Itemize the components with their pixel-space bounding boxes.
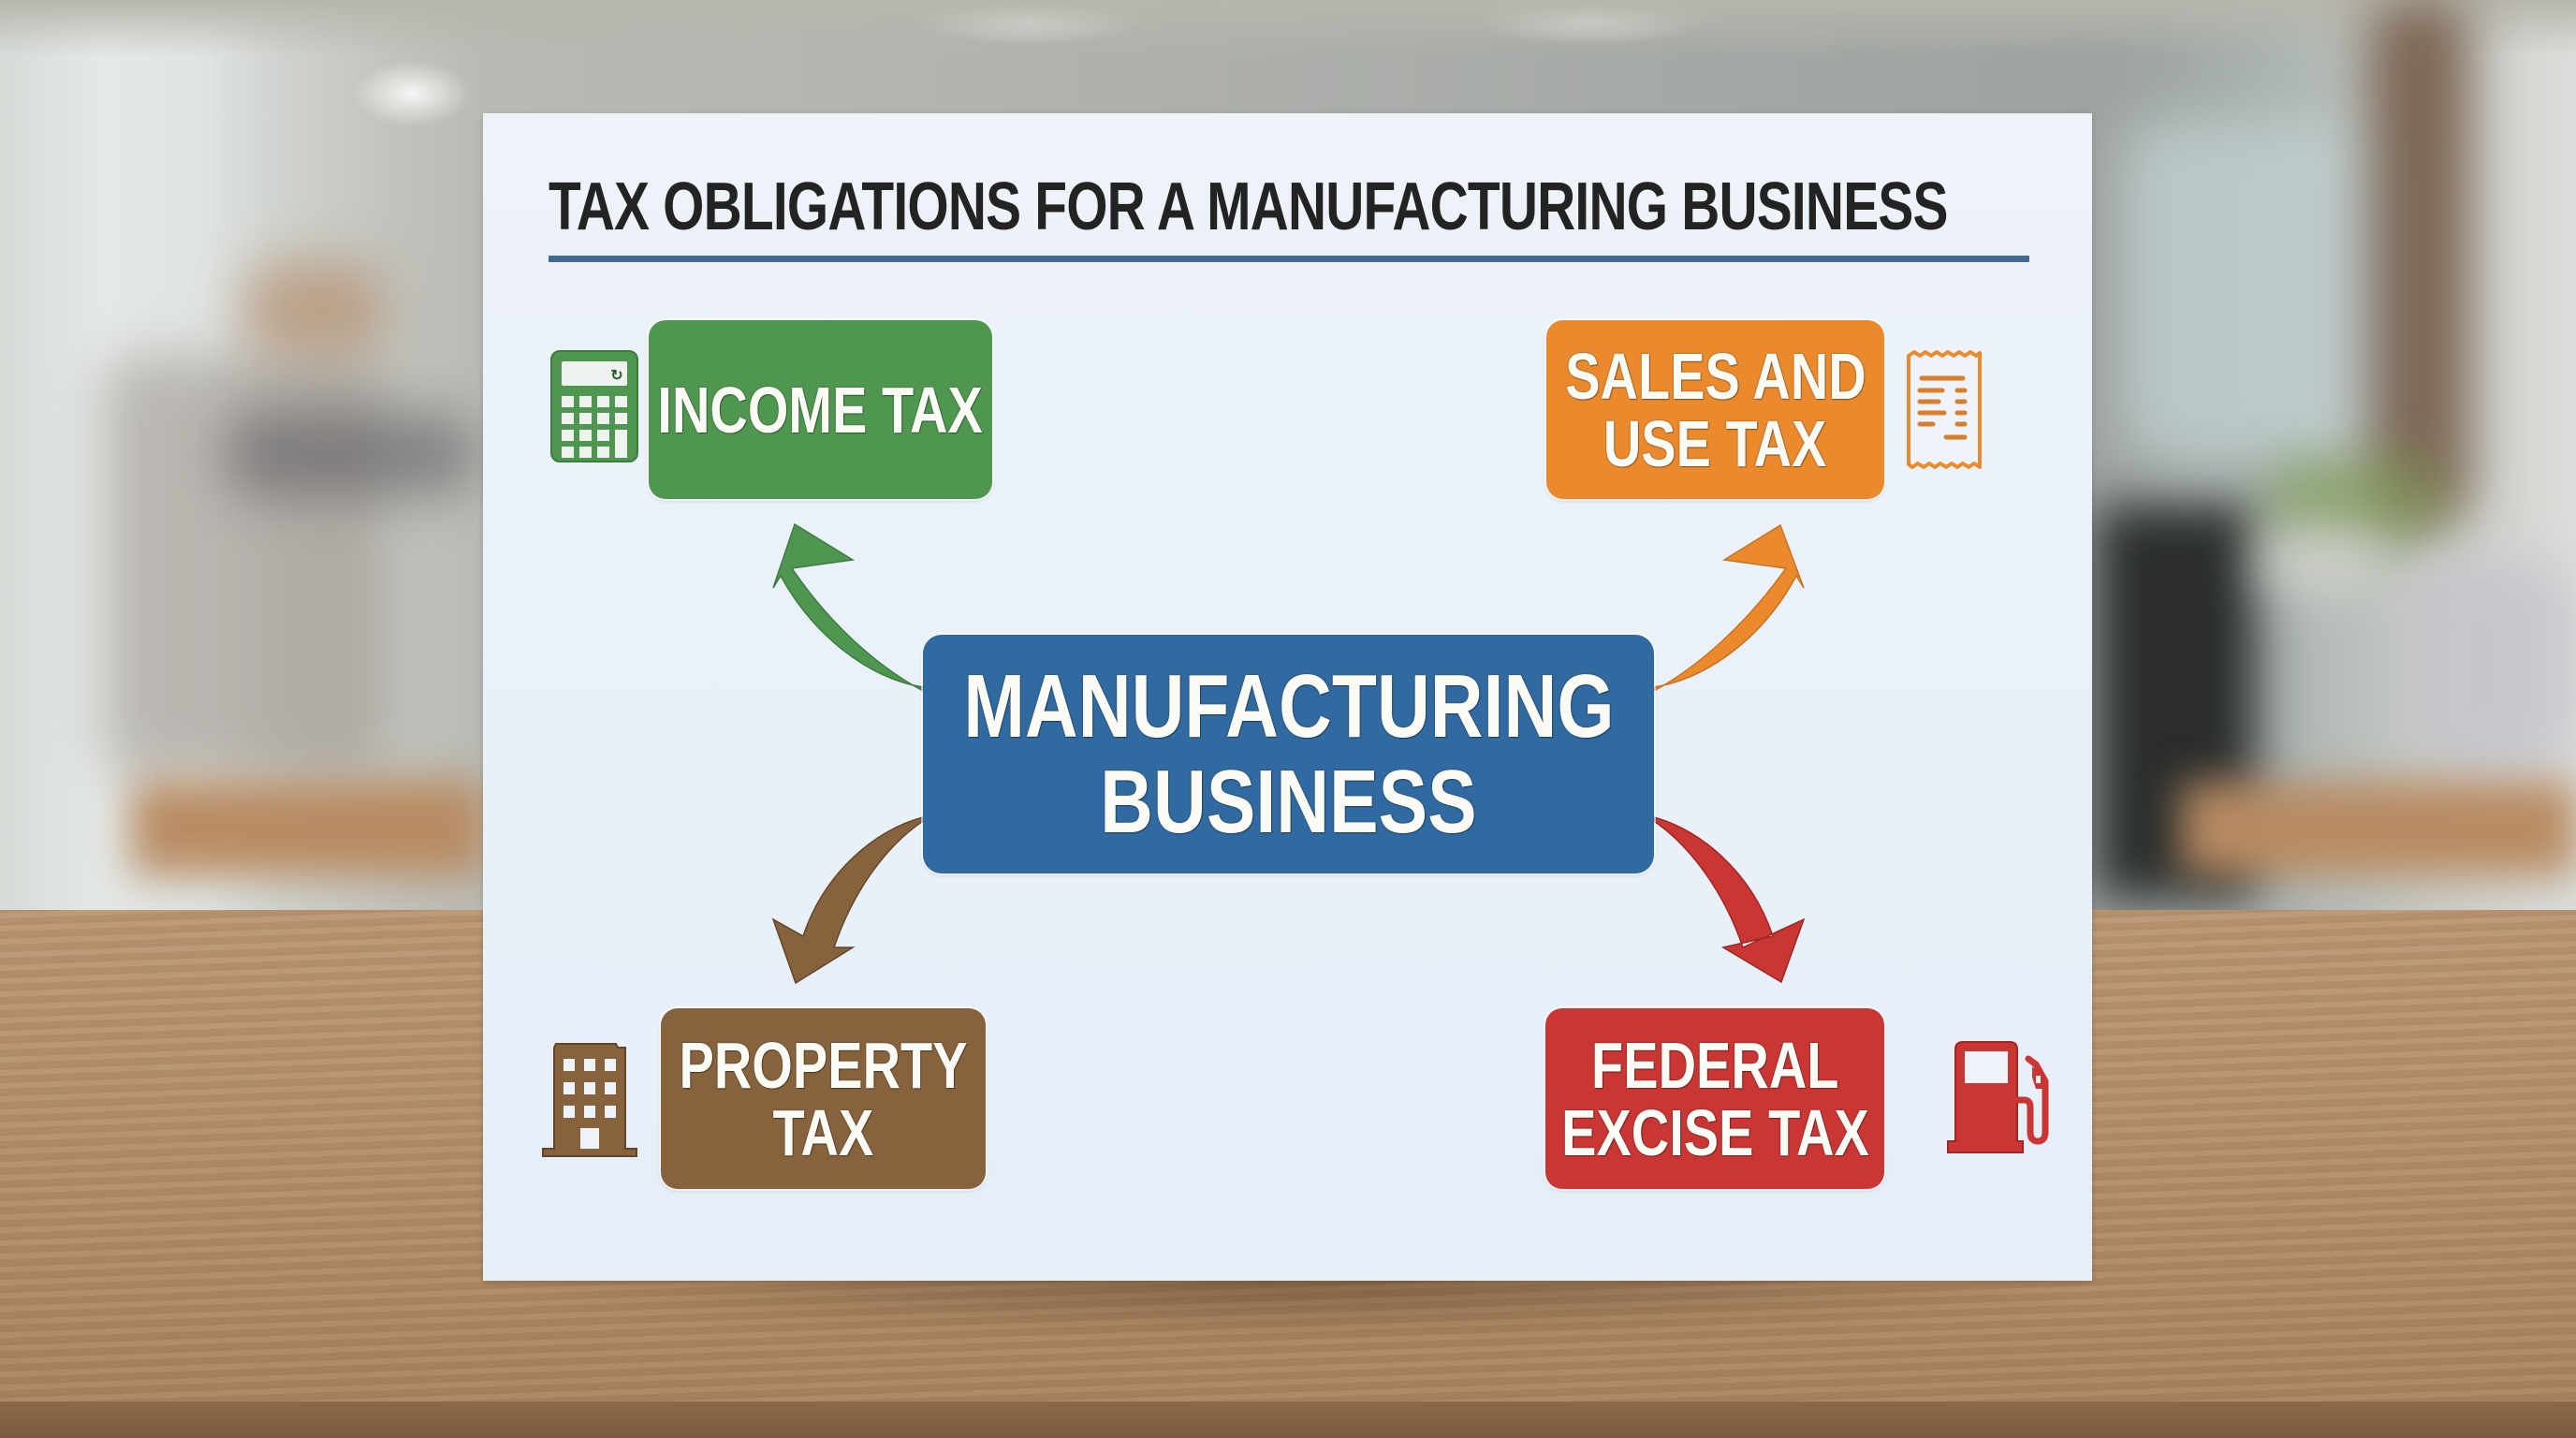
arrow-to-income <box>772 522 924 693</box>
property-tax-label-line-1: PROPERTY <box>679 1028 968 1102</box>
blurred-box <box>243 262 384 356</box>
blurred-papers <box>2415 562 2576 768</box>
center-node-line-1: MANUFACTURING <box>962 655 1615 756</box>
blurred-monitor <box>225 412 477 496</box>
ceiling <box>0 0 2576 56</box>
node-income-tax: INCOME TAX <box>649 320 992 499</box>
arrow-to-property <box>771 816 924 985</box>
gas-pump-icon <box>1944 1040 2050 1156</box>
blurred-desk-right <box>2181 782 2576 875</box>
node-federal-excise-tax: FEDERAL EXCISE TAX <box>1545 1008 1884 1189</box>
blurred-pot <box>2256 534 2378 590</box>
sales-tax-label-line-2: USE TAX <box>1603 406 1827 480</box>
svg-text:↻: ↻ <box>610 368 622 384</box>
blurred-plant <box>2265 459 2443 543</box>
center-node-manufacturing-business: MANUFACTURING BUSINESS <box>923 635 1654 873</box>
building-icon <box>541 1038 638 1158</box>
title-underline <box>549 256 2029 262</box>
receipt-icon <box>1905 350 1983 470</box>
calculator-icon: ↻ <box>549 349 639 463</box>
node-property-tax: PROPERTY TAX <box>661 1008 986 1189</box>
arrow-to-excise <box>1653 816 1806 984</box>
property-tax-label-line-2: TAX <box>772 1095 874 1169</box>
sales-tax-label-line-1: SALES AND <box>1564 339 1866 413</box>
diagram-card: TAX OBLIGATIONS FOR A MANUFACTURING BUSI… <box>483 113 2092 1281</box>
node-sales-and-use-tax: SALES AND USE TAX <box>1546 320 1884 499</box>
arrow-to-sales <box>1653 523 1805 693</box>
card-shadow <box>487 1273 2097 1339</box>
blurred-wood-panel <box>2368 0 2471 524</box>
excise-tax-label-line-1: FEDERAL <box>1590 1028 1839 1102</box>
tabletop-front-edge <box>0 1401 2576 1438</box>
blurred-desk-left <box>131 782 487 875</box>
center-node-line-2: BUSINESS <box>1100 751 1477 852</box>
excise-tax-label-line-2: EXCISE TAX <box>1560 1095 1869 1169</box>
diagram-title: TAX OBLIGATIONS FOR A MANUFACTURING BUSI… <box>549 169 1948 244</box>
income-tax-label: INCOME TAX <box>657 373 984 447</box>
